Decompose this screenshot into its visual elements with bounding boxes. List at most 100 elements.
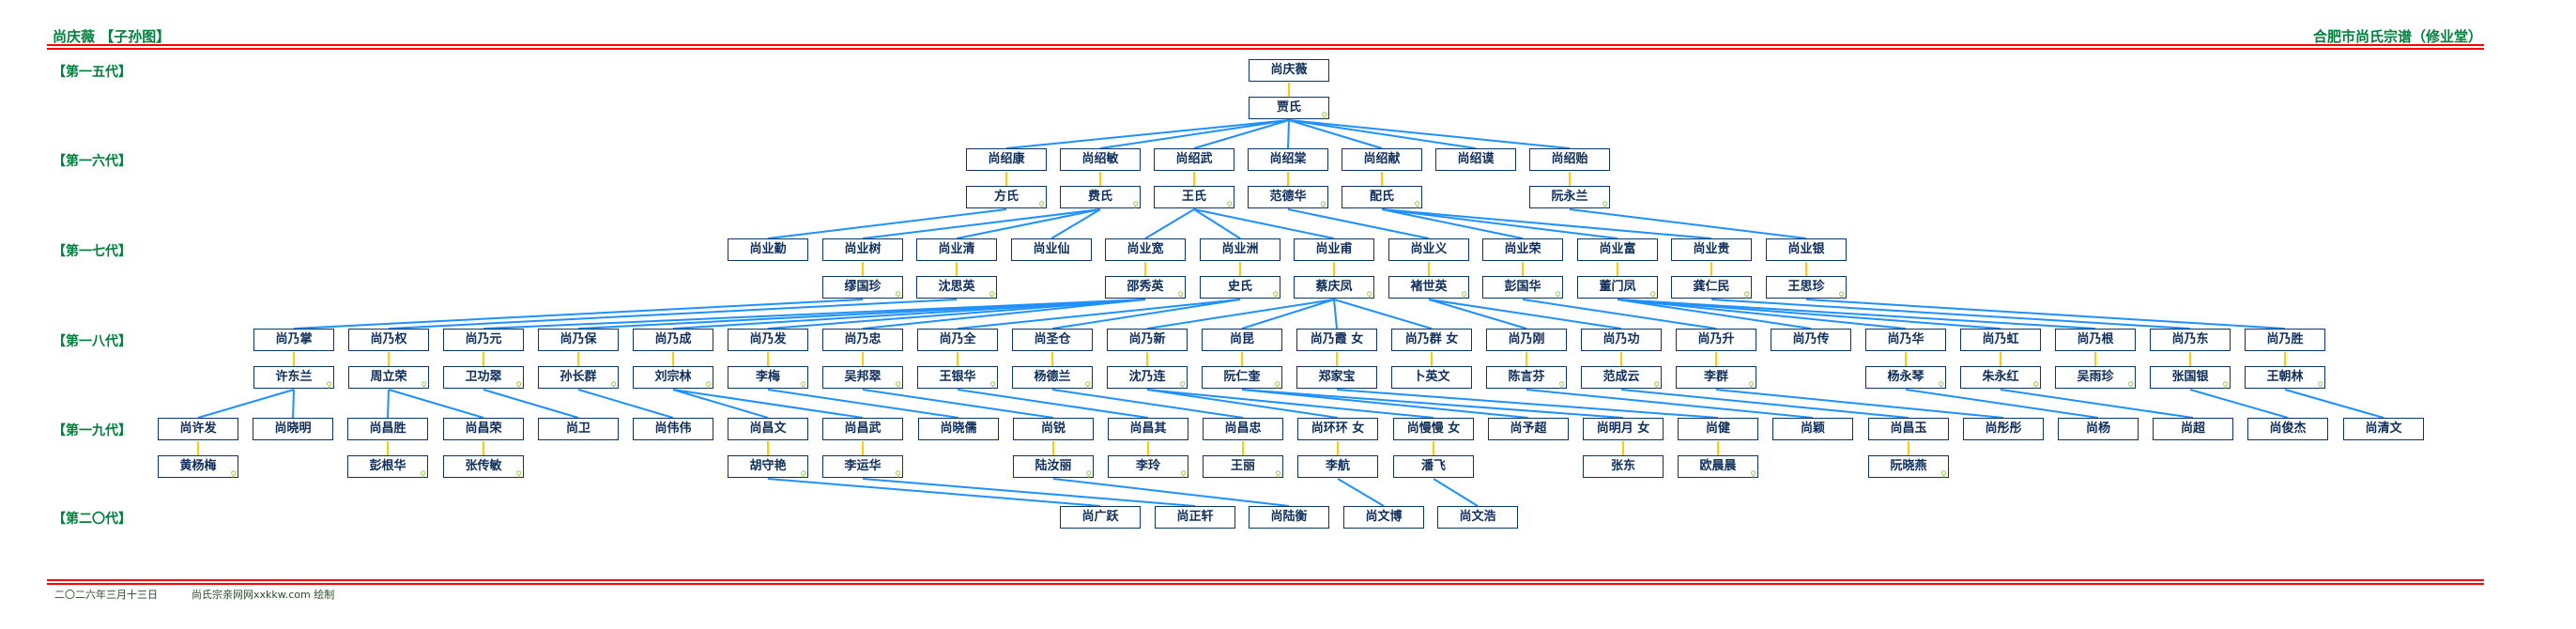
spouse-box[interactable]: 褚世英♀	[1388, 276, 1469, 300]
person-box[interactable]: 尚乃群 女	[1391, 329, 1472, 351]
spouse-box[interactable]: 李航	[1297, 455, 1378, 478]
person-box[interactable]: 尚乃成	[633, 329, 713, 351]
spouse-box[interactable]: 吴邦翠♀	[822, 366, 903, 391]
spouse-box[interactable]: 杨德兰♀	[1012, 366, 1093, 391]
person-box[interactable]: 尚颖	[1772, 418, 1853, 440]
person-box[interactable]: 尚业荣	[1482, 238, 1563, 261]
spouse-box[interactable]: 王氏♀	[1154, 186, 1234, 210]
spouse-box[interactable]: 沈乃连♀	[1107, 366, 1188, 391]
person-box[interactable]: 尚乃霞 女	[1296, 329, 1377, 351]
person-box[interactable]: 尚绍棠	[1248, 148, 1328, 171]
person-box[interactable]: 尚许发	[158, 418, 238, 440]
person-box[interactable]: 尚乃升	[1676, 329, 1756, 351]
spouse-box[interactable]: 潘飞	[1393, 455, 1474, 478]
spouse-box[interactable]: 范德华♀	[1248, 186, 1328, 210]
spouse-box[interactable]: 黄杨梅♀	[158, 455, 238, 480]
spouse-box[interactable]: 陆汝丽♀	[1013, 455, 1094, 480]
person-box[interactable]: 尚绍武	[1154, 148, 1234, 171]
spouse-box[interactable]: 彭国华♀	[1482, 276, 1563, 300]
person-box[interactable]: 尚锐	[1013, 418, 1094, 440]
person-box[interactable]: 尚正轩	[1155, 506, 1235, 529]
person-box[interactable]: 尚乃虹	[1960, 329, 2041, 351]
spouse-box[interactable]: 王思珍♀	[1766, 276, 1847, 300]
person-box[interactable]: 尚昌武	[822, 418, 903, 440]
person-box[interactable]: 尚昌玉	[1868, 418, 1949, 440]
spouse-box[interactable]: 董门凤♀	[1577, 276, 1658, 300]
person-box[interactable]: 尚业银	[1766, 238, 1847, 261]
spouse-box[interactable]: 许东兰♀	[253, 366, 334, 391]
person-box[interactable]: 尚乃功	[1581, 329, 1662, 351]
spouse-box[interactable]: 邵秀英♀	[1105, 276, 1186, 300]
spouse-box[interactable]: 张国银♀	[2150, 366, 2231, 391]
person-box[interactable]: 尚慢慢 女	[1393, 418, 1474, 440]
spouse-box[interactable]: 卫功翠♀	[443, 366, 524, 391]
person-box[interactable]: 尚业宽	[1105, 238, 1186, 261]
person-box[interactable]: 尚明月 女	[1583, 418, 1664, 440]
person-box[interactable]: 尚乃新	[1107, 329, 1188, 351]
spouse-box[interactable]: 彭根华♀	[347, 455, 428, 480]
person-box[interactable]: 尚业洲	[1200, 238, 1280, 261]
person-box[interactable]: 尚乃掌	[253, 329, 334, 351]
spouse-box[interactable]: 王朝林♀	[2245, 366, 2325, 391]
person-box[interactable]: 尚俊杰	[2247, 418, 2328, 440]
spouse-box[interactable]: 吴雨珍♀	[2055, 366, 2136, 391]
person-box[interactable]: 尚予超	[1488, 418, 1569, 440]
spouse-box[interactable]: 李梅♀	[728, 366, 808, 391]
person-box[interactable]: 尚文博	[1343, 506, 1424, 529]
spouse-box[interactable]: 陈言芬♀	[1486, 366, 1567, 391]
spouse-box[interactable]: 孙长群♀	[538, 366, 619, 391]
person-box[interactable]: 尚业富	[1577, 238, 1658, 261]
person-box[interactable]: 尚晓儒	[918, 418, 999, 440]
person-box[interactable]: 尚陆衡	[1249, 506, 1329, 529]
spouse-box[interactable]: 王丽♀	[1203, 455, 1283, 480]
person-box[interactable]: 尚乃忠	[822, 329, 903, 351]
spouse-box[interactable]: 李群♀	[1676, 366, 1756, 391]
person-box[interactable]: 尚乃胜	[2245, 329, 2325, 351]
person-box[interactable]: 尚乃元	[443, 329, 524, 351]
person-box[interactable]: 尚伟伟	[633, 418, 713, 440]
person-box[interactable]: 尚广跃	[1060, 506, 1141, 529]
person-box[interactable]: 尚昌忠	[1203, 418, 1283, 440]
person-box[interactable]: 尚绍贻	[1529, 148, 1610, 171]
person-box[interactable]: 尚乃华	[1865, 329, 1946, 351]
spouse-box[interactable]: 欧晨晨♀	[1678, 455, 1758, 480]
person-box[interactable]: 尚业仙	[1011, 238, 1092, 261]
person-box[interactable]: 尚业甫	[1294, 238, 1374, 261]
spouse-box[interactable]: 配氏♀	[1342, 186, 1422, 210]
person-box[interactable]: 尚昌荣	[443, 418, 524, 440]
spouse-box[interactable]: 李玲♀	[1108, 455, 1188, 480]
person-box[interactable]: 尚昌胜	[347, 418, 428, 440]
spouse-box[interactable]: 王银华♀	[917, 366, 998, 391]
person-box[interactable]: 尚乃传	[1771, 329, 1851, 351]
spouse-box[interactable]: 周立荣♀	[348, 366, 429, 391]
person-box[interactable]: 尚乃全	[917, 329, 998, 351]
person-box[interactable]: 尚昆	[1202, 329, 1282, 351]
spouse-box[interactable]: 沈思英♀	[916, 276, 997, 300]
person-box[interactable]: 尚庆薇	[1249, 59, 1329, 82]
spouse-box[interactable]: 贾氏♀	[1249, 97, 1329, 121]
person-box[interactable]: 尚业勤	[728, 238, 808, 261]
spouse-box[interactable]: 杨永琴♀	[1865, 366, 1946, 391]
spouse-box[interactable]: 费氏♀	[1060, 186, 1141, 210]
spouse-box[interactable]: 缪国珍♀	[822, 276, 903, 300]
person-box[interactable]: 尚环环 女	[1297, 418, 1378, 440]
person-box[interactable]: 尚乃保	[538, 329, 619, 351]
spouse-box[interactable]: 卜英文	[1391, 366, 1472, 389]
person-box[interactable]: 尚业树	[822, 238, 903, 261]
person-box[interactable]: 尚晓明	[253, 418, 333, 440]
spouse-box[interactable]: 阮永兰♀	[1529, 186, 1610, 210]
spouse-box[interactable]: 郑家宝	[1296, 366, 1377, 389]
person-box[interactable]: 尚杨	[2058, 418, 2139, 440]
person-box[interactable]: 尚乃刚	[1486, 329, 1567, 351]
person-box[interactable]: 尚业贵	[1671, 238, 1752, 261]
spouse-box[interactable]: 阮晓燕♀	[1868, 455, 1949, 480]
person-box[interactable]: 尚绍康	[966, 148, 1047, 171]
person-box[interactable]: 尚乃根	[2055, 329, 2136, 351]
person-box[interactable]: 尚清文	[2343, 418, 2424, 440]
person-box[interactable]: 尚绍献	[1342, 148, 1422, 171]
spouse-box[interactable]: 史氏♀	[1200, 276, 1280, 300]
spouse-box[interactable]: 阮仁奎♀	[1202, 366, 1282, 391]
person-box[interactable]: 尚乃权	[348, 329, 429, 351]
person-box[interactable]: 尚文浩	[1437, 506, 1518, 529]
person-box[interactable]: 尚业义	[1388, 238, 1469, 261]
